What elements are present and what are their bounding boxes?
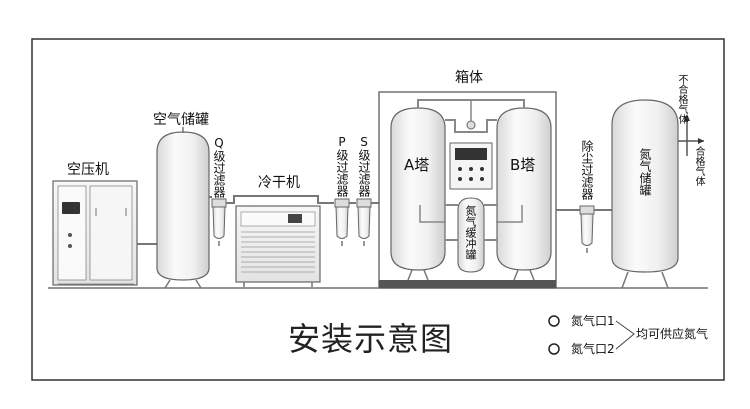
tower-b-label: B塔 (510, 156, 536, 174)
dust-filter-label: 除尘过滤器 (580, 140, 594, 200)
cabinet-label: 箱体 (455, 70, 483, 86)
filter-q-label: Q级过滤器 (212, 136, 226, 198)
nitrogen-storage-tank (611, 99, 679, 289)
filter-q (211, 198, 227, 246)
air-tank-label: 空气储罐 (153, 112, 209, 128)
unqualified-gas-label: 不合格气体 (676, 74, 687, 124)
qualified-gas-label: 合格气体 (693, 146, 704, 186)
filter-s (356, 198, 372, 246)
outer-frame (31, 38, 725, 381)
legend-brace (615, 320, 635, 350)
buffer-tank-label: 氮气缓冲罐 (464, 205, 477, 260)
compressor-panel-icon (62, 202, 80, 214)
refrigerated-dryer (235, 205, 321, 287)
dust-filter (579, 205, 595, 253)
dryer-display-icon (288, 214, 302, 223)
supply-note: 均可供应氮气 (636, 327, 709, 341)
nitrogen-cabinet (378, 91, 557, 289)
tower-b (496, 107, 552, 271)
tower-a-label: A塔 (404, 156, 430, 174)
outlet1-label: 氮气口1 (571, 314, 615, 328)
n2-tank-label: 氮气储罐 (638, 148, 652, 196)
arrow-right-icon (698, 138, 704, 144)
air-storage-tank (156, 127, 210, 289)
dryer-label: 冷干机 (258, 175, 300, 191)
air-compressor (52, 180, 138, 286)
outlet1-circle-icon (548, 315, 560, 327)
tower-a (390, 107, 446, 271)
outlet2-label: 氮气口2 (571, 342, 615, 356)
buffer-tank (457, 197, 485, 273)
diagram-title: 安装示意图 (288, 320, 454, 358)
filter-p-label: P级过滤器 (335, 135, 349, 197)
compressor-label: 空压机 (67, 162, 109, 178)
outlet2-circle-icon (548, 343, 560, 355)
filter-s-label: S级过滤器 (357, 135, 371, 197)
arrow-up-icon (684, 114, 690, 121)
top-valve-icon (466, 120, 476, 130)
panel-display-icon (455, 148, 487, 160)
filter-p (334, 198, 350, 246)
